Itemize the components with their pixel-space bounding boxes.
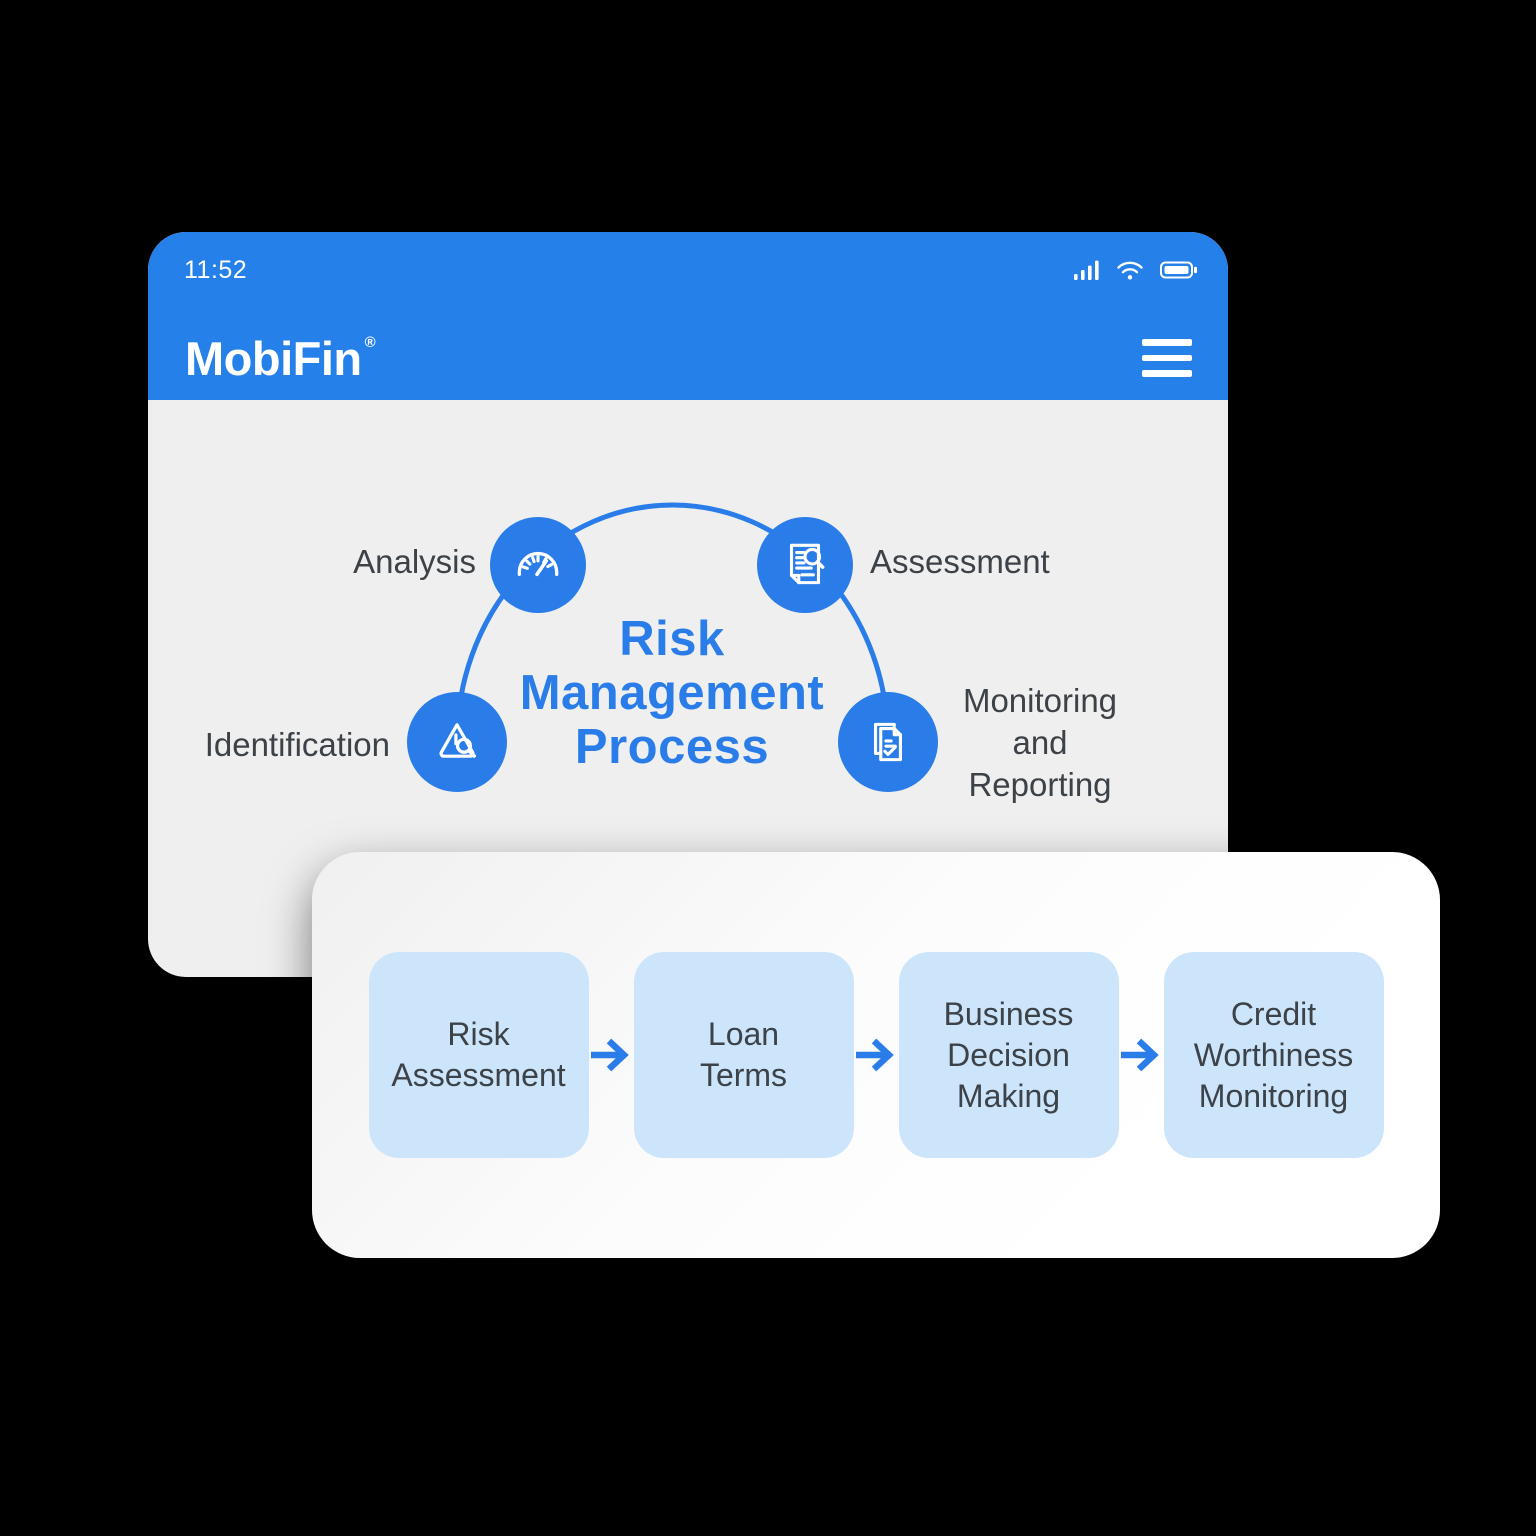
status-bar: 11:52 xyxy=(184,256,1198,284)
registered-trademark: ® xyxy=(364,333,376,351)
identification-node xyxy=(407,692,507,792)
flow-arrow xyxy=(589,1035,634,1075)
status-time: 11:52 xyxy=(184,255,248,284)
loan-flow-card: Risk Assessment Loan Terms Business Decisi… xyxy=(312,852,1440,1258)
flow-step: Business Decision Making xyxy=(898,952,1119,1158)
assessment-node xyxy=(757,517,853,613)
flow-step-label: Risk Assessment xyxy=(391,1016,566,1093)
diagram-title-line: Management xyxy=(519,666,825,720)
gauge-icon xyxy=(517,552,559,577)
report-check-icon xyxy=(874,722,902,762)
analysis-node xyxy=(490,517,586,613)
flow-step: Credit Worthiness Monitoring xyxy=(1163,952,1384,1158)
app-header-row: MobiFin® xyxy=(185,328,1192,388)
status-icons xyxy=(1074,259,1198,281)
diagram-title-line: Process xyxy=(574,720,770,774)
monitoring-node xyxy=(838,692,938,792)
diagram-title: Risk Management Process xyxy=(520,612,825,774)
monitoring-label: Monitoring and Reporting xyxy=(962,682,1118,803)
app-header: 11:52 xyxy=(148,232,1228,400)
mobifin-logo: MobiFin® xyxy=(185,331,376,385)
warning-magnifier-icon xyxy=(439,723,477,758)
flow-step-label: Business Decision Making xyxy=(943,995,1074,1114)
hamburger-menu-icon[interactable] xyxy=(1142,339,1192,377)
arrow-right-icon xyxy=(591,1038,629,1072)
flow-arrow xyxy=(1119,1035,1164,1075)
arrow-right-icon xyxy=(856,1038,894,1072)
flow-step: Loan Terms xyxy=(633,952,854,1158)
flow-step: Risk Assessment xyxy=(368,952,589,1158)
document-magnifier-icon xyxy=(789,543,825,585)
flow-steps: Risk Assessment Loan Terms Business Decisi… xyxy=(312,852,1440,1258)
flow-arrow xyxy=(854,1035,899,1075)
flow-step-label: Loan Terms xyxy=(699,1016,788,1093)
identification-label: Identification xyxy=(204,726,390,763)
battery-icon xyxy=(1160,261,1197,279)
flow-step-label: Credit Worthiness Monitoring xyxy=(1193,995,1354,1114)
diagram-title-line: Risk xyxy=(619,612,725,666)
assessment-label: Assessment xyxy=(870,543,1050,580)
analysis-label: Analysis xyxy=(353,543,476,580)
arrow-right-icon xyxy=(1121,1038,1159,1072)
cellular-signal-icon xyxy=(1074,260,1099,280)
wifi-icon xyxy=(1117,261,1143,280)
